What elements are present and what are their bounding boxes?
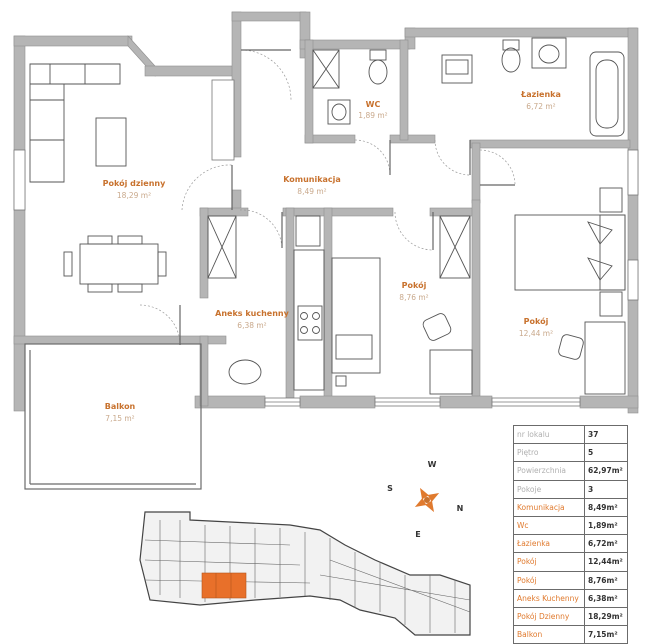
info-value: 3	[584, 479, 628, 499]
compass-arrow-south	[425, 500, 434, 513]
room-area-pokoj-right: 12,44 m²	[519, 329, 553, 338]
compass-arrow-east	[427, 493, 440, 502]
room-area-pokoj-middle: 8,76 m²	[399, 293, 428, 302]
info-value: 6,38m²	[584, 588, 628, 608]
room-area-komunikacja: 8,49 m²	[297, 187, 326, 196]
info-value: 8,76m²	[584, 570, 628, 590]
info-label: Pokój	[513, 552, 585, 572]
room-name-komunikacja: Komunikacja	[283, 175, 341, 184]
room-name-lazienka: Łazienka	[520, 90, 561, 99]
room-area-lazienka: 6,72 m²	[526, 102, 555, 111]
single-bed	[331, 257, 381, 374]
room-area-aneks: 6,38 m²	[237, 321, 266, 330]
dining-table	[79, 243, 159, 285]
room-area-wc: 1,89 m²	[358, 111, 387, 120]
info-label: Łazienka	[513, 534, 585, 554]
compass-arrow-north	[420, 487, 429, 500]
info-value: 37	[584, 424, 628, 445]
info-label: Wc	[513, 515, 585, 536]
info-label: Piętro	[513, 443, 585, 463]
info-label: Aneks Kuchenny	[513, 588, 585, 608]
room-name-pokoj-right: Pokój	[524, 316, 549, 326]
room-area-pokoj-dzienny: 18,29 m²	[117, 191, 151, 200]
room-name-pokoj-dzienny: Pokój dzienny	[103, 178, 166, 188]
compass-rose: W N E S	[387, 460, 464, 539]
info-label: Komunikacja	[513, 497, 585, 517]
info-value: 1,89m²	[584, 515, 628, 536]
info-label: Powierzchnia	[513, 461, 585, 481]
compass-label-n: N	[457, 504, 464, 513]
door-leaves	[179, 49, 515, 345]
room-name-aneks: Aneks kuchenny	[215, 309, 289, 318]
balcony-outline	[24, 343, 202, 490]
info-value: 12,44m²	[584, 552, 628, 572]
room-name-pokoj-middle: Pokój	[402, 280, 427, 290]
walls	[13, 11, 639, 414]
compass-label-e: E	[415, 530, 420, 539]
coffee-table	[95, 117, 127, 167]
info-value: 5	[584, 443, 628, 463]
bed	[514, 214, 626, 291]
info-label: Balkon	[513, 625, 585, 644]
info-label: Pokoje	[513, 479, 585, 499]
compass-label-w: W	[428, 460, 437, 469]
building-key-plan	[139, 511, 471, 636]
info-value: 7,15m²	[584, 625, 628, 644]
compass-label-s: S	[387, 484, 393, 493]
room-name-balkon: Balkon	[105, 402, 136, 411]
kitchen-counter	[293, 249, 325, 391]
compass-arrow-west	[414, 498, 427, 507]
furniture	[29, 37, 626, 395]
bathtub	[589, 51, 625, 137]
info-value: 62,97m²	[584, 461, 628, 481]
highlighted-unit	[201, 572, 247, 599]
sofa	[29, 63, 121, 183]
room-name-wc: WC	[366, 100, 381, 109]
windows	[13, 79, 639, 407]
info-value: 18,29m²	[584, 606, 628, 627]
info-label: nr lokalu	[513, 424, 585, 445]
info-label: Pokój	[513, 570, 585, 590]
room-labels: Pokój dzienny 18,29 m² Komunikacja 8,49 …	[103, 90, 561, 423]
room-area-balkon: 7,15 m²	[105, 414, 134, 423]
info-value: 6,72m²	[584, 534, 628, 554]
info-value: 8,49m²	[584, 497, 628, 517]
info-label: Pokój Dzienny	[513, 606, 585, 627]
